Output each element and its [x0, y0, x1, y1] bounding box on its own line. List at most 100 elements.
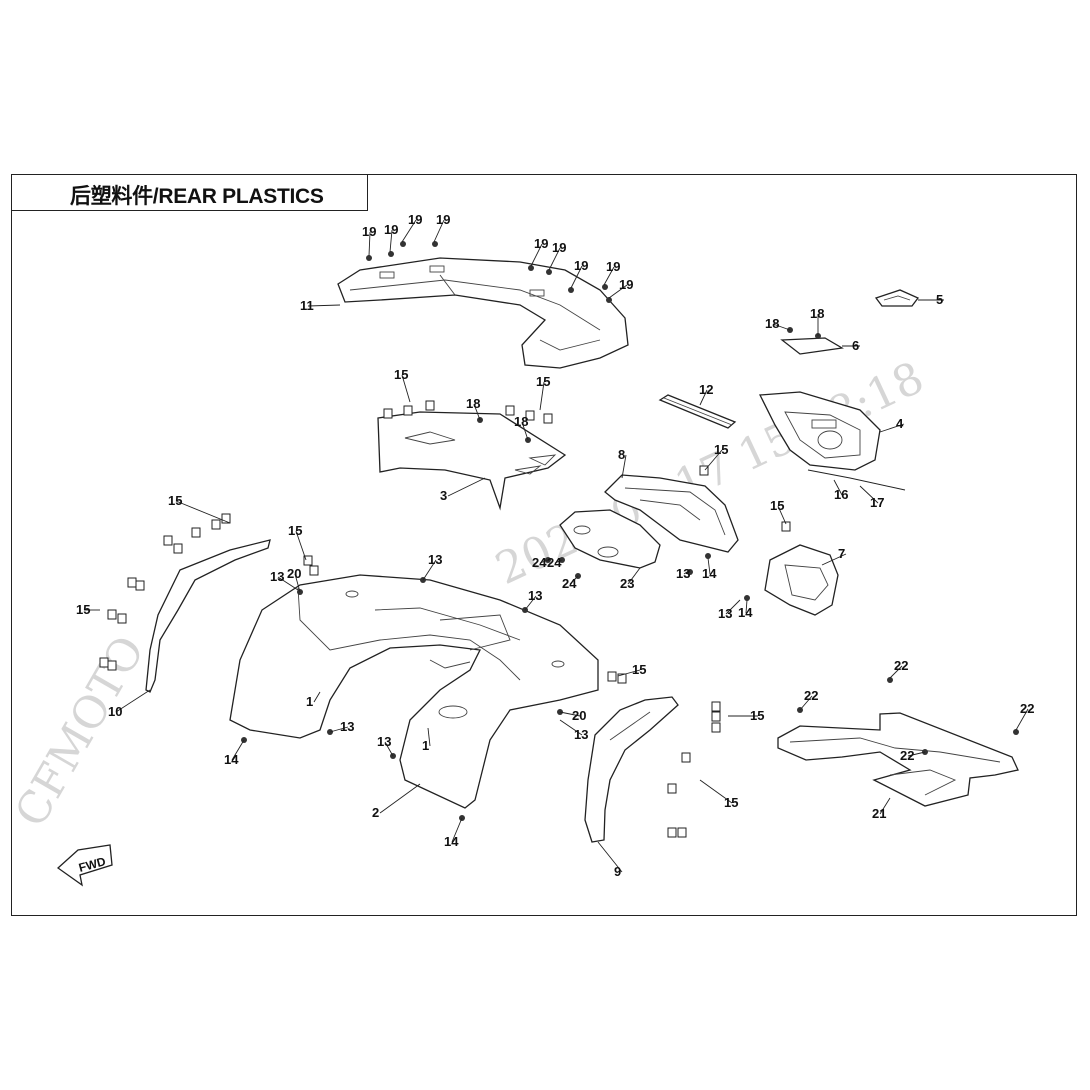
leader-line-c15a [175, 500, 231, 524]
callout-c22b: 22 [804, 688, 818, 703]
callout-c13h: 13 [718, 606, 732, 621]
leader-line-c3 [447, 477, 486, 497]
leader-line-c24b [554, 559, 563, 564]
leader-line-c1a [313, 691, 321, 703]
clip-fastener-20 [781, 521, 791, 532]
callout-c24b: 24 [547, 555, 562, 570]
leader-line-c18a [473, 403, 481, 421]
leader-line-c10 [115, 689, 151, 713]
callout-c19i: 19 [619, 277, 633, 292]
leader-line-c14d [745, 599, 748, 614]
callout-c14d: 14 [738, 605, 753, 620]
callout-c18c: 18 [765, 316, 779, 331]
leader-line-c2 [379, 783, 421, 814]
callout-c19b: 19 [384, 222, 398, 237]
leader-line-c20b [559, 711, 581, 717]
clip-fastener-22 [617, 673, 627, 684]
part-6-bracket [780, 337, 844, 355]
callout-c1a: 1 [306, 694, 313, 709]
leader-line-c13d [329, 726, 349, 733]
callout-c16: 16 [834, 487, 848, 502]
leader-line-c13e [384, 741, 394, 757]
clip-fastener-5 [127, 577, 137, 588]
leader-line-c13c [524, 595, 537, 611]
bolt-fastener-6 [568, 287, 574, 293]
callout-c23: 23 [620, 576, 634, 591]
leader-line-c15d [401, 374, 411, 403]
part-8-bracket [604, 474, 739, 553]
callout-c18b: 18 [514, 414, 528, 429]
part-9-right-trim [584, 696, 679, 843]
callout-c15h: 15 [632, 662, 646, 677]
clip-fastener-6 [135, 580, 145, 591]
leader-line-c7 [821, 553, 847, 566]
diagram-frame [11, 174, 1077, 916]
callout-c13f: 13 [574, 727, 588, 742]
clip-fastener-4 [221, 513, 231, 524]
bolt-fastener-3 [432, 241, 438, 247]
leader-line-c13b [422, 559, 437, 581]
leader-line-c15f [704, 449, 723, 471]
clip-fastener-13 [383, 408, 393, 419]
clip-fastener-17 [525, 410, 535, 421]
callout-c15a: 15 [168, 493, 182, 508]
clip-fastener-10 [107, 660, 117, 671]
leader-line-c19i [608, 284, 628, 299]
leader-line-c19b [389, 229, 393, 253]
part-10-left-trim [145, 539, 271, 693]
bolt-fastener-7 [602, 284, 608, 290]
bolt-fastener-8 [606, 297, 612, 303]
clip-fastener-23 [711, 701, 721, 712]
callout-c19a: 19 [362, 224, 376, 239]
leader-line-c19a [368, 231, 371, 257]
leader-line-c19g [570, 265, 583, 289]
clip-fastener-21 [607, 671, 617, 682]
leader-line-c15e [539, 381, 545, 411]
callout-c19g: 19 [574, 258, 588, 273]
bolt-fastener-26 [887, 677, 893, 683]
leader-line-c19f [548, 247, 561, 271]
clip-fastener-9 [99, 657, 109, 668]
clip-fastener-25 [711, 722, 721, 733]
title-box [11, 174, 368, 211]
callout-c22d: 22 [900, 748, 914, 763]
clip-fastener-16 [505, 405, 515, 416]
callout-c24a: 24 [532, 555, 547, 570]
callout-c15g: 15 [770, 498, 784, 513]
callout-c24c: 24 [562, 576, 577, 591]
watermark-brand: CFMOTO [5, 627, 155, 835]
clip-fastener-7 [107, 609, 117, 620]
callout-c17: 17 [870, 495, 884, 510]
callout-c13c: 13 [528, 588, 542, 603]
leader-line-c11 [307, 304, 341, 307]
clip-fastener-18 [543, 413, 553, 424]
callout-c13b: 13 [428, 552, 442, 567]
callout-c15j: 15 [724, 795, 738, 810]
callout-c5: 5 [936, 292, 943, 307]
leader-line-c21 [879, 797, 891, 815]
leader-line-c15h [617, 669, 641, 677]
bolt-fastener-28 [1013, 729, 1019, 735]
callout-c2: 2 [372, 805, 379, 820]
clip-fastener-24 [711, 711, 721, 722]
leader-line-c18b [521, 421, 529, 441]
bolt-fastener-16 [705, 553, 711, 559]
callout-c22c: 22 [1020, 701, 1034, 716]
leader-line-c15c [295, 530, 307, 561]
callout-c6: 6 [852, 338, 859, 353]
leader-line-c13f [559, 719, 583, 736]
callout-c20b: 20 [572, 708, 586, 723]
callout-c15f: 15 [714, 442, 728, 457]
leader-line-c14c [707, 557, 711, 575]
leader-line-c19e [530, 243, 543, 267]
clip-fastener-1 [173, 543, 183, 554]
bolt-fastener-17 [744, 595, 750, 601]
leader-line-c23 [627, 567, 641, 585]
leader-line-c14a [231, 739, 245, 761]
clip-fastener-8 [117, 613, 127, 624]
clip-fastener-29 [677, 827, 687, 838]
leader-line-c22a [889, 665, 903, 679]
part-21-floor-mat [777, 712, 1019, 807]
part-7-side-cover [764, 544, 839, 616]
